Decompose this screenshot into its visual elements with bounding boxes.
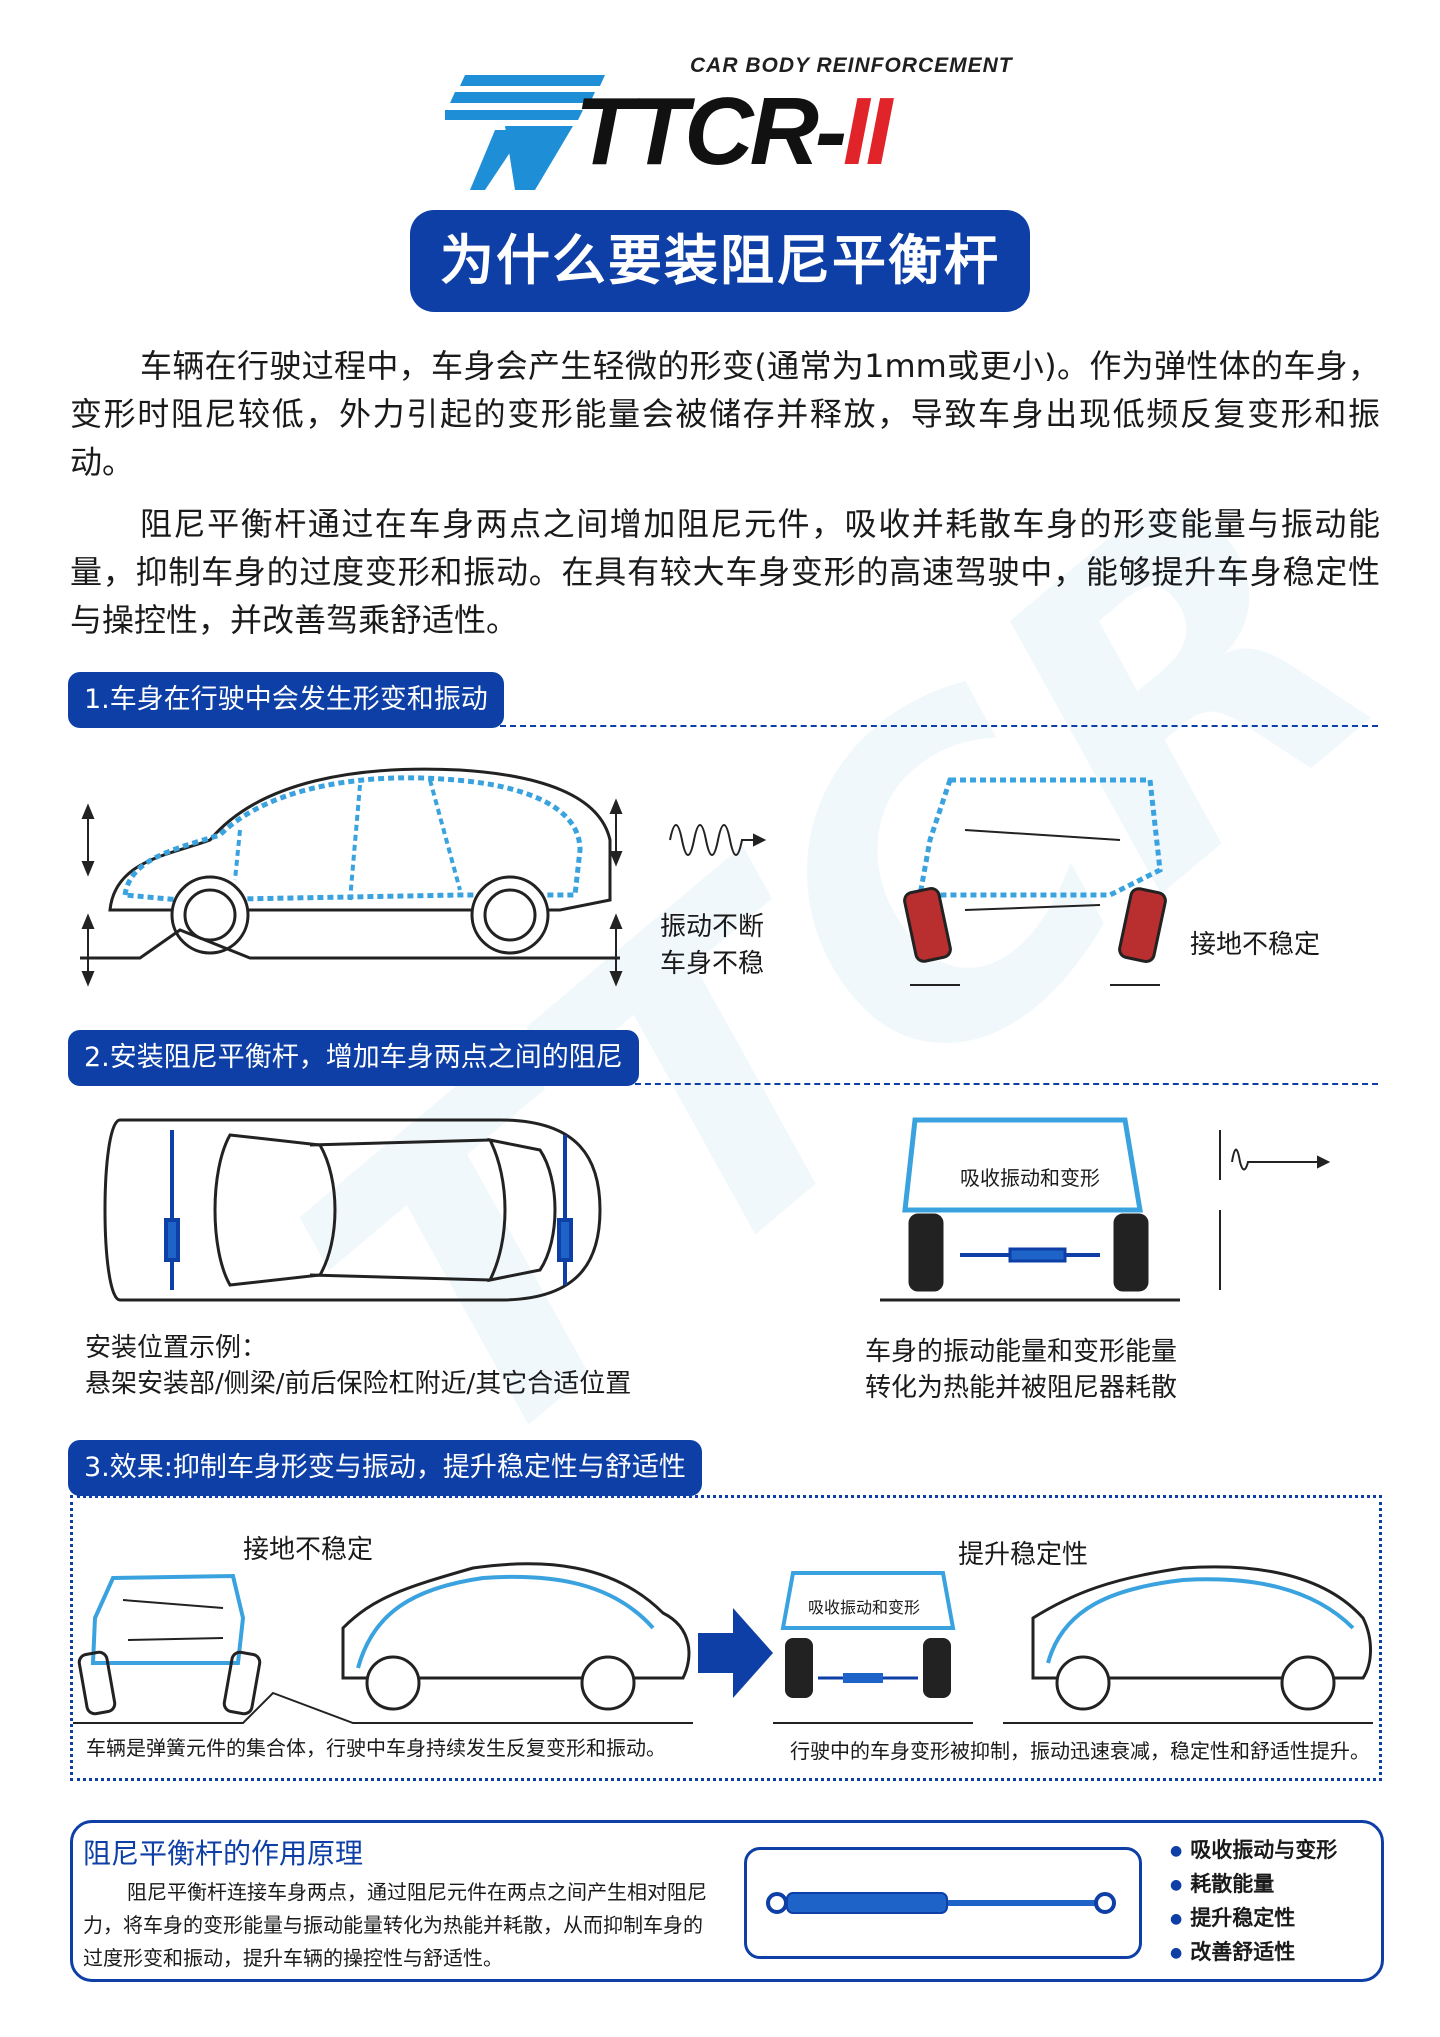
deformed-car-rear-view — [903, 777, 1167, 986]
energy-text-line-2: 转化为热能并被阻尼器耗散 — [865, 1373, 1178, 1403]
logo-stripes-icon — [445, 75, 605, 190]
install-positions: 悬架安装部/侧梁/前后保险杠附近/其它合适位置 — [85, 1369, 632, 1399]
vibration-wave-icon — [669, 824, 767, 856]
bullet-item: 提升稳定性 — [1170, 1902, 1337, 1936]
bullet-item: 耗散能量 — [1170, 1868, 1337, 1902]
damper-rod-right — [557, 1135, 573, 1285]
contact-label: 接地不稳定 — [1190, 930, 1320, 960]
section-3-left-caption: 车辆是弹簧元件的集合体，行驶中车身持续发生反复变形和振动。 — [86, 1736, 666, 1760]
principle-box — [70, 1820, 1384, 1982]
section-3-right-title: 提升稳定性 — [958, 1540, 1088, 1570]
car-rear-view-with-damper — [880, 1117, 1180, 1302]
unstable-rear-car — [77, 1573, 262, 1716]
damped-wave-icon — [1219, 1130, 1331, 1290]
absorb-label: 吸收振动和变形 — [960, 1166, 1100, 1190]
section-2-heading: 2.安装阻尼平衡杆，增加车身两点之间的阻尼 — [68, 1030, 639, 1086]
logo-tagline: CAR BODY REINFORCEMENT — [690, 54, 1013, 77]
damper-rod-left — [164, 1130, 180, 1290]
logo-wordmark: TTCR-II — [575, 84, 892, 180]
vibration-label-line-1: 振动不断 — [660, 912, 764, 942]
section-2-divider — [625, 1083, 1378, 1085]
section-1-diagram: 振动不断 车身不稳 接地不稳定 — [80, 767, 1320, 987]
section-1-heading: 1.车身在行驶中会发生形变和振动 — [68, 672, 504, 728]
logo — [445, 45, 1005, 190]
stable-rear-car — [773, 1571, 973, 1724]
car-top-view — [103, 1118, 602, 1302]
energy-text-line-1: 车身的振动能量和变形能量 — [865, 1337, 1178, 1367]
vertical-arrows-left — [81, 798, 623, 987]
principle-text: 阻尼平衡杆连接车身两点，通过阻尼元件在两点之间产生相对阻尼力，将车身的变形能量与… — [83, 1880, 707, 1970]
damper-rod-image-frame — [744, 1847, 1142, 1959]
logo-wordmark-main: TTCR- — [575, 78, 847, 185]
section-1-divider — [500, 725, 1378, 727]
section-3-diagram: 接地不稳定 提升稳定性 吸收振动和变形 — [73, 1535, 1373, 1724]
damper-rod-icon — [766, 1892, 1116, 1914]
bullet-item: 改善舒适性 — [1170, 1936, 1337, 1970]
stable-side-car — [1003, 1565, 1373, 1724]
unstable-side-car — [73, 1562, 693, 1724]
principle-bullets: 吸收振动与变形 耗散能量 提升稳定性 改善舒适性 — [1170, 1834, 1337, 1970]
section-3-absorb-label: 吸收振动和变形 — [808, 1598, 920, 1617]
section-2-diagram: 吸收振动和变形 — [103, 1117, 1331, 1302]
bullet-item: 吸收振动与变形 — [1170, 1834, 1337, 1868]
intro-paragraph-1: 车辆在行驶过程中，车身会产生轻微的形变(通常为1mm或更小)。作为弹性体的车身，… — [70, 347, 1380, 481]
intro-paragraph-2: 阻尼平衡杆通过在车身两点之间增加阻尼元件，吸收并耗散车身的形变能量与振动能量，抑… — [70, 505, 1380, 639]
section-3-right-caption: 行驶中的车身变形被抑制，振动迅速衰减，稳定性和舒适性提升。 — [790, 1739, 1370, 1763]
install-title: 安装位置示例： — [85, 1333, 268, 1363]
deformed-car-side-view — [80, 767, 620, 960]
section-3-heading: 3.效果:抑制车身形变与振动，提升稳定性与舒适性 — [68, 1440, 702, 1496]
section-3-box — [70, 1495, 1382, 1781]
principle-title: 阻尼平衡杆的作用原理 — [83, 1837, 364, 1870]
page-title: 为什么要装阻尼平衡杆 — [410, 210, 1030, 312]
logo-wordmark-suffix: II — [842, 78, 892, 185]
section-3-arrow-icon — [698, 1608, 773, 1698]
section-3-left-title: 接地不稳定 — [243, 1535, 373, 1565]
vibration-label-line-2: 车身不稳 — [660, 949, 764, 979]
